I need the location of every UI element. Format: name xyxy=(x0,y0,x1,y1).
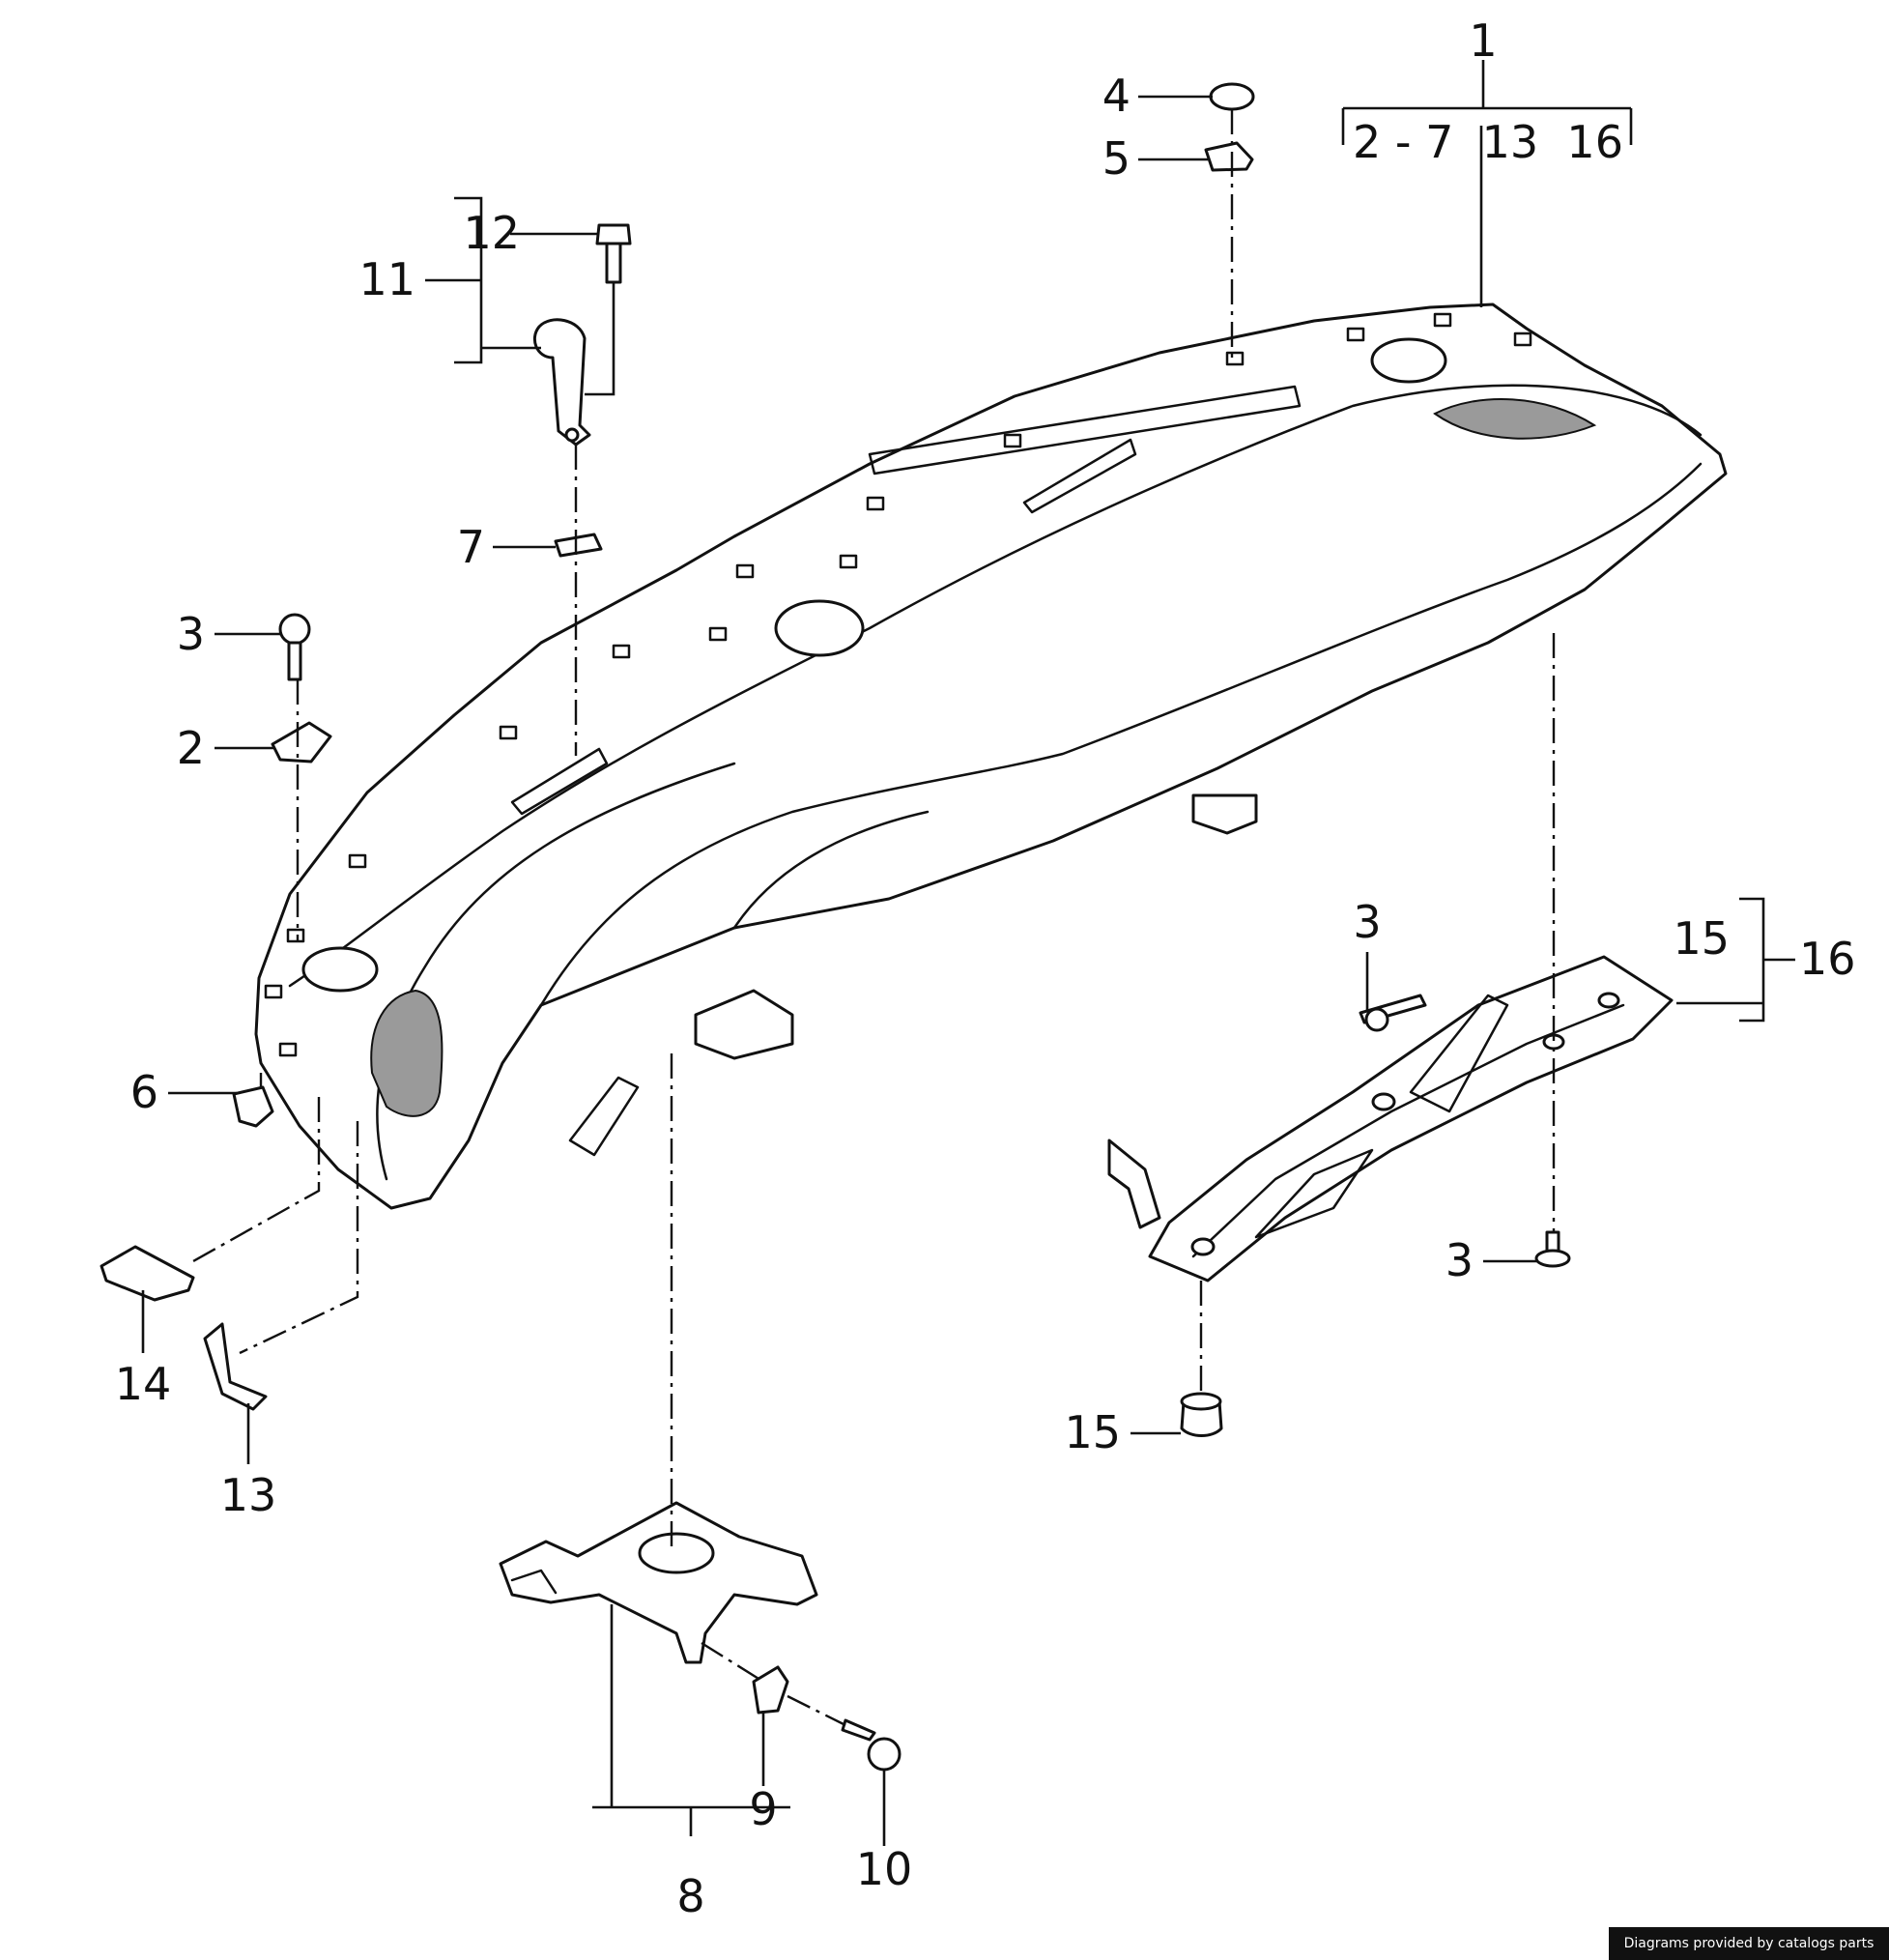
lower-bracket-8 xyxy=(499,1501,818,1664)
callout-14: 14 xyxy=(115,1358,172,1410)
callout-5: 5 xyxy=(1102,132,1131,185)
callout-2: 2 xyxy=(177,722,205,774)
clip-5 xyxy=(1204,141,1254,172)
speaker-opening-right xyxy=(1370,337,1447,384)
clip-7 xyxy=(554,533,603,558)
screw-12 xyxy=(595,223,632,284)
callout-11: 11 xyxy=(358,253,415,305)
screw-3-upper-left xyxy=(278,613,311,681)
callout-8: 8 xyxy=(676,1870,704,1922)
callout-16: 16 xyxy=(1799,933,1856,985)
trim-strip-13 xyxy=(203,1322,268,1411)
screw-3-plate xyxy=(1359,994,1427,1032)
diagram-credit-footer: Diagrams provided by catalogs parts xyxy=(1609,1927,1889,1960)
callout-10: 10 xyxy=(856,1843,913,1895)
assembly-lines xyxy=(192,109,1556,1727)
callout-13: 13 xyxy=(220,1469,277,1521)
callout-3-right: 3 xyxy=(1445,1234,1474,1286)
main-trim-panel xyxy=(254,303,1728,1210)
nut-2 xyxy=(271,721,332,764)
callout-6: 6 xyxy=(130,1066,158,1118)
callout-7: 7 xyxy=(457,521,485,573)
callout-15-bracket: 15 xyxy=(1673,912,1730,965)
callout-15-grommet: 15 xyxy=(1064,1406,1121,1458)
callout-1: 1 xyxy=(1469,14,1497,67)
callout-1-range: 2 - 7 13 16 xyxy=(1353,116,1623,168)
screw-3-right xyxy=(1534,1230,1571,1268)
callout-labels: 1 2 - 7 13 16 4 5 12 11 7 3 2 6 14 13 3 … xyxy=(115,14,1856,1922)
clip-14 xyxy=(100,1245,195,1302)
speaker-opening-left xyxy=(301,946,379,993)
callout-9: 9 xyxy=(749,1783,777,1835)
left-air-vent xyxy=(370,989,444,1117)
clip-6 xyxy=(232,1085,274,1128)
right-air-vent xyxy=(1433,397,1597,440)
callout-3-upper-left: 3 xyxy=(177,608,205,660)
screw-10 xyxy=(841,1718,902,1772)
belt-guide-bracket xyxy=(533,318,591,447)
grommet-15 xyxy=(1180,1392,1223,1437)
callout-4: 4 xyxy=(1102,70,1131,122)
speaker-opening-center xyxy=(774,599,865,657)
callout-3-plate: 3 xyxy=(1353,896,1381,948)
clip-4 xyxy=(1209,82,1255,111)
leader-lines xyxy=(141,60,1795,1846)
callout-12: 12 xyxy=(463,207,520,259)
clip-9 xyxy=(752,1665,789,1715)
